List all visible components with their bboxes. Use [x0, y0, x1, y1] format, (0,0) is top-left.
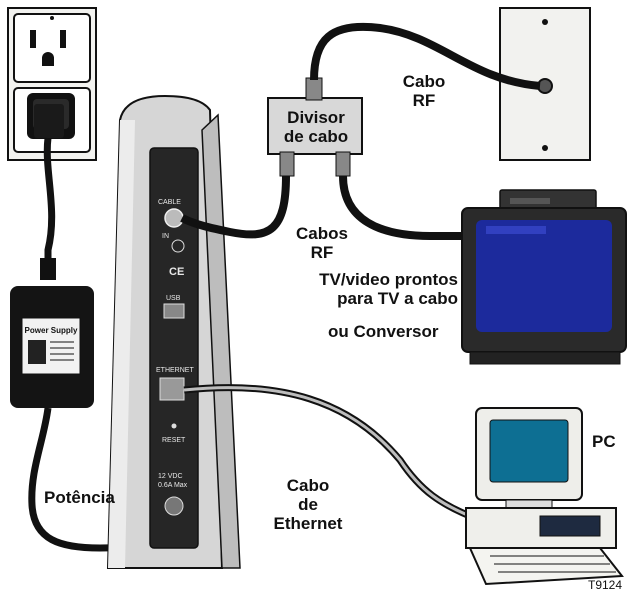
power-supply: Power Supply: [10, 286, 94, 408]
rf-cables-label: Cabos RF: [290, 224, 354, 262]
usb-port-label: USB: [166, 295, 181, 302]
rf-cable-wall-to-splitter: [310, 22, 541, 90]
usb-port: [163, 303, 185, 319]
tv-label: TV/video prontos para TV a cabo: [296, 270, 458, 308]
ethernet-cable-label-line-3: Ethernet: [273, 514, 343, 533]
splitter-label-line-2: de cabo: [283, 127, 349, 146]
rf-cable-splitter-to-modem: [180, 175, 290, 239]
reset-label: RESET: [162, 437, 186, 444]
tv-screen: [476, 220, 612, 332]
power-supply-label: Power Supply: [25, 326, 78, 335]
rf-cable-top-label-line-1: Cabo: [402, 72, 446, 91]
cable-port-label: CABLE: [158, 199, 181, 206]
converter-label: ou Conversor: [328, 322, 439, 341]
rf-cable-splitter-to-tv: [339, 175, 468, 240]
rf-cable-top-label: Cabo RF: [394, 72, 454, 110]
modem-back-panel: [149, 147, 199, 549]
ethernet-cable-label-line-1: Cabo: [286, 476, 330, 495]
power-plug: [34, 104, 64, 138]
tv-label-line-2: para TV a cabo: [337, 289, 458, 308]
pc: [465, 407, 624, 586]
cable-in-label: IN: [162, 233, 169, 240]
cable-in-port: [164, 208, 184, 228]
pc-keyboard: [468, 547, 624, 586]
rf-cable-top-label-line-2: RF: [412, 91, 436, 110]
svg-text:CE: CE: [169, 266, 184, 278]
power-cable: [43, 137, 56, 262]
pc-screen: [489, 419, 569, 483]
power-spec-line-1: 12 VDC: [158, 473, 183, 480]
rf-cables-label-line-1: Cabos: [296, 224, 348, 243]
reset-button: [171, 423, 177, 429]
ethernet-cable-label: Cabo de Ethernet: [262, 476, 354, 533]
ethernet-port-label: ETHERNET: [156, 367, 194, 374]
power-cable-ferrite: [40, 258, 56, 280]
power-spec-line-2: 0.6A Max: [158, 482, 188, 489]
tv-label-line-1: TV/video prontos: [319, 270, 458, 289]
cable-modem: CABLE IN CE USB ETHERNET RESET 12 VDC 0.…: [106, 94, 241, 569]
power-port: [164, 496, 184, 516]
splitter-label-line-1: Divisor: [287, 108, 345, 127]
rf-cables-label-line-2: RF: [310, 243, 334, 262]
pc-label: PC: [592, 432, 616, 451]
tv-set: [461, 189, 627, 365]
figure-id: T9124: [588, 578, 623, 592]
ethernet-port: [159, 377, 185, 401]
ethernet-cable-label-line-2: de: [298, 495, 318, 514]
splitter-label: Divisor de cabo: [272, 108, 360, 146]
power-label: Potência: [44, 488, 115, 507]
